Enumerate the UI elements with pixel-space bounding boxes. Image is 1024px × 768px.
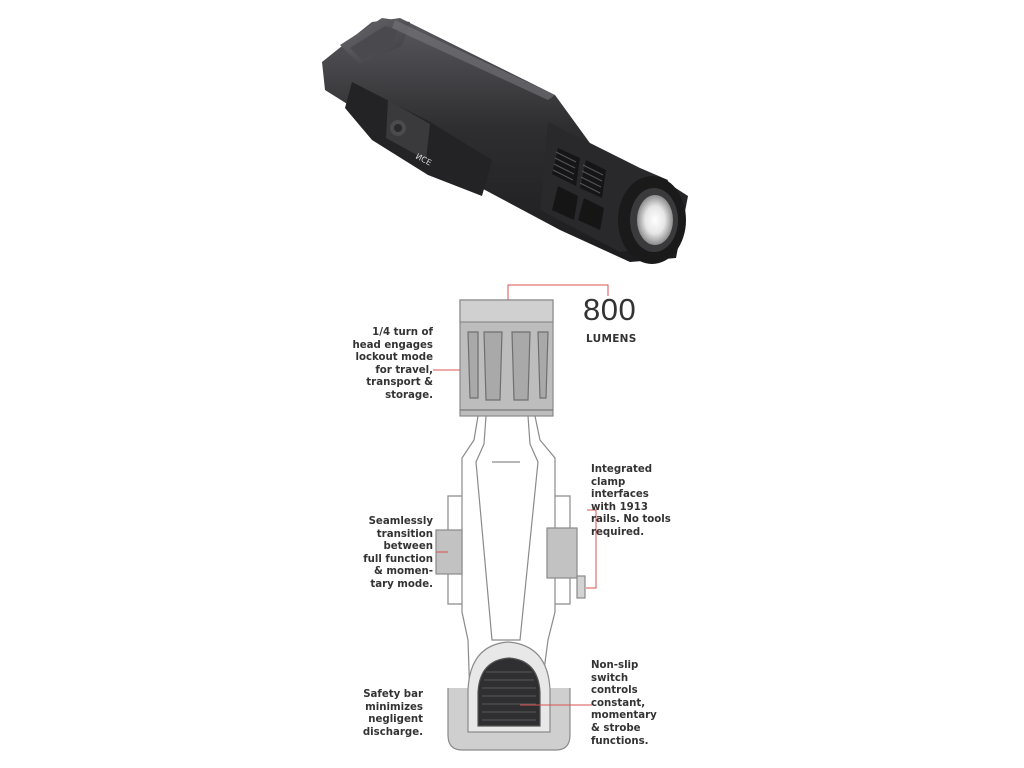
callout-clamp: Integrated clamp interfaces with 1913 ra… (591, 464, 671, 538)
lens-icon (637, 195, 673, 245)
switch-pad-icon (477, 657, 541, 727)
lumens-label: LUMENS (586, 333, 637, 345)
callout-leader-lines (433, 284, 609, 706)
lumens-value: 800 (583, 292, 637, 327)
callout-safety-bar: Safety bar minimizes negligent discharge… (362, 689, 423, 738)
head-cooling-slots (552, 148, 606, 230)
product-photo: ИCE (322, 18, 688, 264)
head-slots (467, 331, 549, 401)
callout-mode-transition: Seamlessly transition between full funct… (363, 516, 433, 590)
callout-switch: Non-slip switch controls constant, momen… (591, 660, 657, 747)
callout-lockout: 1/4 turn of head engages lockout mode fo… (352, 327, 433, 401)
